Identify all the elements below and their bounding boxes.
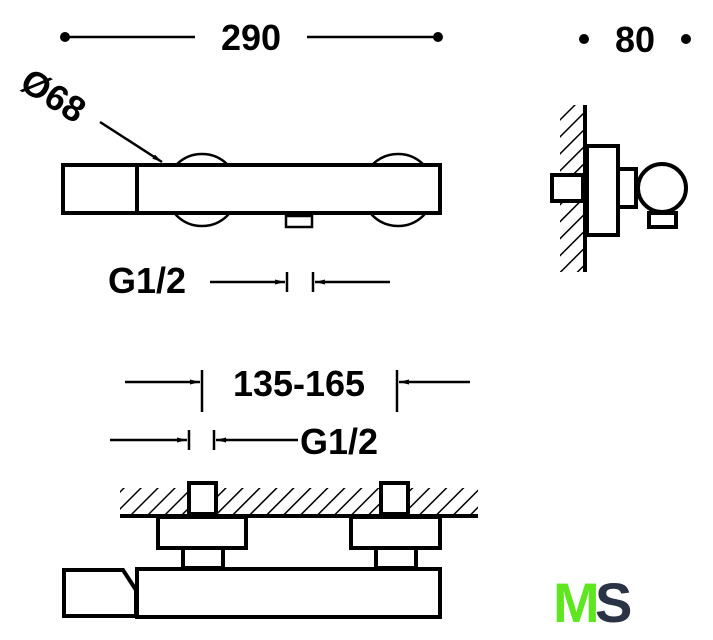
- front-view: [62, 481, 478, 619]
- dimension-290: 290: [60, 17, 443, 58]
- dimension-inlet-bottom: G1/2: [110, 421, 378, 462]
- inlet-top-label: G1/2: [108, 260, 186, 301]
- dimension-diameter: Ø68: [14, 60, 163, 164]
- dimension-center-distance: 135-165: [125, 363, 470, 412]
- dimension-80-label: 80: [615, 19, 655, 60]
- dimension-inlet-top: G1/2: [108, 260, 390, 301]
- dimension-80: 80: [579, 19, 691, 60]
- center-distance-label: 135-165: [233, 363, 365, 404]
- inlet-bottom-label: G1/2: [300, 421, 378, 462]
- dimension-290-label: 290: [221, 17, 281, 58]
- logo-letter-s: S: [595, 571, 632, 634]
- ms-logo: M S: [553, 570, 633, 635]
- logo-letter-m: M: [553, 571, 600, 634]
- top-view: [61, 152, 442, 229]
- diameter-label: Ø68: [14, 60, 93, 131]
- side-view: [550, 105, 688, 272]
